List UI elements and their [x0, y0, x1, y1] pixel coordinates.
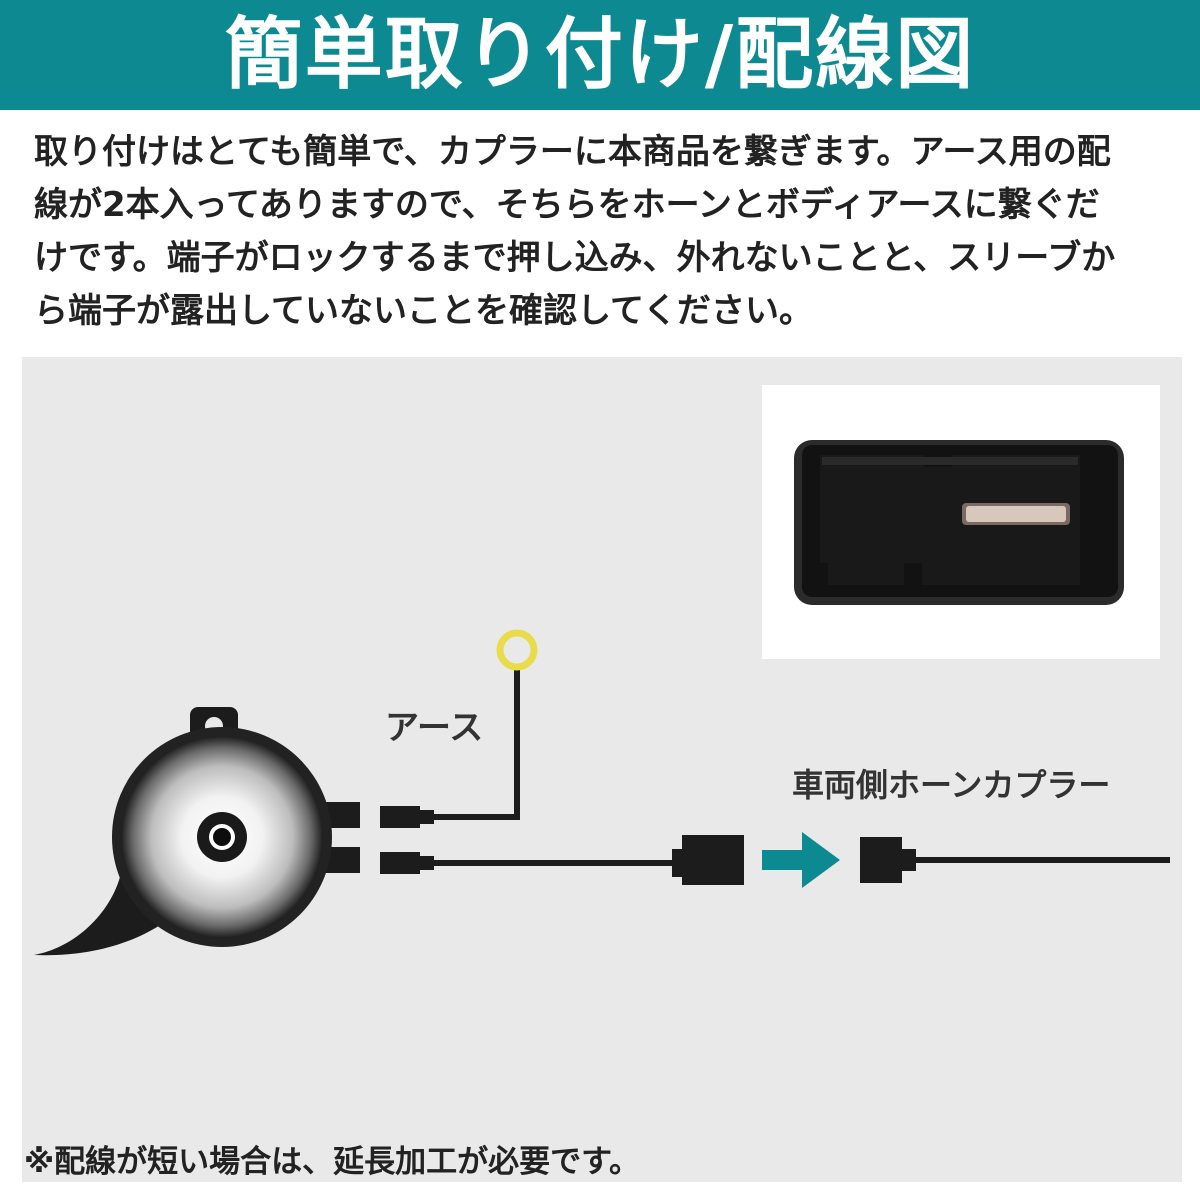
- page-title: 簡単取り付け/配線図: [224, 10, 976, 100]
- intro-paragraph: 取り付けはとても簡単で、カプラーに本商品を繋ぎます。アース用の配 線が2本入って…: [34, 132, 1116, 331]
- earth-label: アース: [385, 708, 484, 748]
- arrow-right-icon: [762, 832, 840, 888]
- ring-terminal-icon: [496, 629, 538, 671]
- title-banner: 簡単取り付け/配線図: [0, 0, 1200, 110]
- coupler-socket-photo: [762, 385, 1160, 659]
- footnote: ※配線が短い場合は、延長加工が必要です。: [24, 1144, 641, 1180]
- horn-signal-wire: [380, 835, 744, 885]
- wiring-diagram: アース 車両側ホーンカプラー ※配線が短い場合は、延長加工が必要です。: [22, 357, 1182, 1182]
- car-horn-icon: [34, 707, 360, 956]
- earth-wire: [380, 667, 520, 828]
- vehicle-coupler-label: 車両側ホーンカプラー: [792, 766, 1111, 804]
- wiring-diagram-drawing: [34, 629, 1170, 956]
- vehicle-coupler: [860, 837, 1170, 883]
